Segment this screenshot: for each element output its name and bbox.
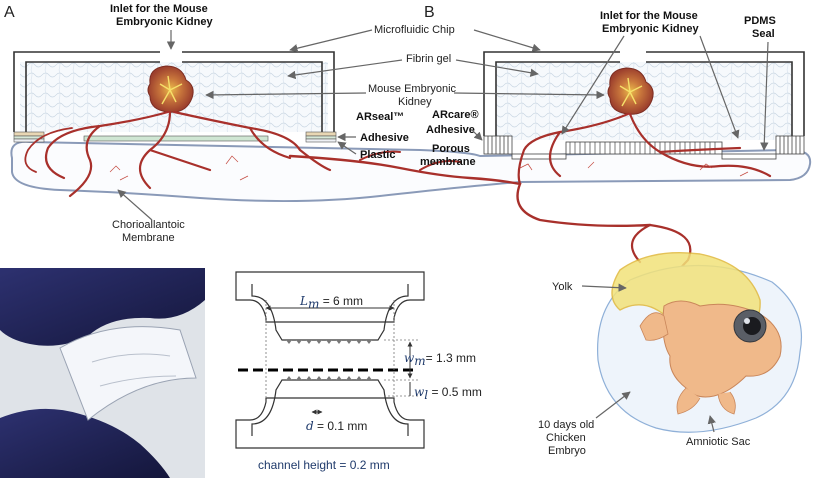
arcare-columns-right (775, 135, 805, 155)
inlet-label-a-line1: Inlet for the Mouse (110, 3, 208, 15)
chip-in-hand (59, 326, 197, 421)
yolk-arrow (581, 283, 627, 292)
chip-a-base (83, 135, 269, 142)
wl-dimension-label: wl = 0.5 mm (414, 385, 482, 402)
inlet-label-b-line1: Inlet for the Mouse (600, 10, 698, 22)
adhesive-arrow-b (471, 129, 483, 141)
chip-photo (0, 268, 205, 478)
inlet-label-b-line2: Embryonic Kidney (602, 23, 699, 35)
chorioallantoic-membrane (10, 140, 812, 203)
arseal-layer-left (13, 131, 45, 137)
chip-arrow-b (473, 29, 541, 52)
inlet-arrow-b2 (699, 35, 740, 139)
mouse-embryonic-kidney-b (607, 67, 654, 115)
arcare-columns-left (483, 135, 513, 155)
fibrin-gel-label: Fibrin gel (406, 53, 451, 65)
gel-arrow-a (287, 59, 403, 80)
chorio-arrow (117, 189, 153, 221)
chicken-embryo-illustration (597, 252, 803, 433)
wm-dimension-label: wm= 1.3 mm (404, 351, 476, 368)
pdms-arrow (760, 41, 769, 151)
channel-height-label: channel height = 0.2 mm (258, 458, 390, 472)
chip-a (13, 51, 337, 143)
microfluidic-chip-label: Microfluidic Chip (374, 24, 455, 36)
porous-membrane (565, 141, 723, 155)
embryo-arrow (595, 391, 631, 419)
chip-arrow-a (289, 29, 373, 53)
mouse-embryonic-kidney-a (147, 65, 194, 113)
embryo-label-line1: 10 days old (538, 419, 594, 431)
d-dimension-label: d = 0.1 mm (306, 419, 367, 433)
mouse-kidney-label-line1: Mouse Embryonic (368, 83, 457, 95)
pdms-label-line1: PDMS (744, 15, 776, 27)
panel-label-b: B (424, 4, 435, 21)
kidney-arrow-b (453, 90, 605, 100)
pdms-seal-right (721, 153, 777, 160)
pdms-label-line2: Seal (752, 28, 775, 40)
porous-label-line2: membrane (420, 156, 476, 168)
amniotic-arrow (707, 415, 716, 433)
embryo-label-line2: Chicken (546, 432, 586, 444)
gel-arrow-b (455, 59, 539, 77)
amniotic-sac-label: Amniotic Sac (686, 436, 751, 448)
plastic-arrow-a (337, 141, 357, 155)
adhesive-layer-right (305, 135, 337, 140)
porous-label-line1: Porous (432, 143, 470, 155)
panel-label-a: A (4, 4, 15, 21)
glove-bottom (0, 408, 170, 478)
chorioallantoic-label-line1: Chorioallantoic (112, 219, 185, 231)
glove-top (0, 268, 205, 346)
chip-b-outline (483, 51, 805, 136)
channel-top-inner (251, 284, 409, 341)
plastic-label: Plastic (360, 149, 395, 161)
micro-posts (286, 340, 372, 380)
inlet-label-a-line2: Embryonic Kidney (116, 16, 213, 28)
arseal-label: ARseal™ (356, 111, 404, 123)
chip-a-outline (13, 51, 335, 132)
pdms-seal-left (511, 153, 567, 160)
plastic-layer-right (305, 138, 337, 143)
dimension-guides (265, 300, 418, 398)
adhesive-label-b: Adhesive (426, 124, 475, 136)
arseal-layer-right (305, 131, 337, 137)
lm-dimension-label: Lm = 6 mm (299, 294, 363, 311)
chorioallantoic-label-line2: Membrane (122, 232, 175, 244)
adhesive-label-a: Adhesive (360, 132, 409, 144)
capillaries (109, 155, 749, 181)
yolk-label: Yolk (552, 281, 573, 293)
arcare-label: ARcare® (432, 109, 479, 121)
plastic-layer-left (13, 138, 45, 143)
mouse-kidney-label-line2: Kidney (398, 96, 432, 108)
embryo-label-line3: Embryo (548, 445, 586, 457)
inlet-arrow-b1 (561, 35, 625, 135)
kidney-arrow-a (205, 90, 367, 100)
